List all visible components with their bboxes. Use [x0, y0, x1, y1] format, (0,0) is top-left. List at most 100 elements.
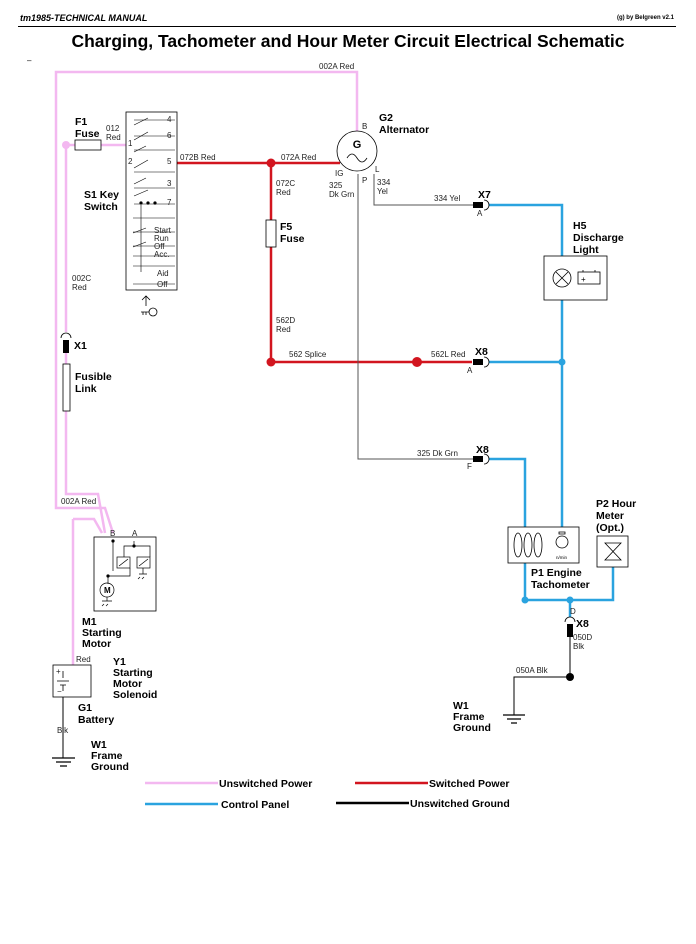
svg-text:Aid: Aid: [157, 269, 169, 278]
svg-text:325: 325: [329, 181, 343, 190]
svg-text:Off: Off: [154, 242, 165, 251]
svg-text:G: G: [353, 139, 362, 151]
svg-text:W1: W1: [91, 739, 107, 751]
svg-text:Meter: Meter: [596, 510, 624, 522]
svg-text:334 Yel: 334 Yel: [434, 194, 460, 203]
switched-power-wires: [176, 161, 472, 364]
svg-text:Motor: Motor: [113, 678, 142, 690]
header-rule: [18, 26, 676, 27]
svg-text:F: F: [467, 462, 472, 471]
svg-text:Starting: Starting: [82, 627, 122, 639]
svg-text:072A Red: 072A Red: [281, 153, 316, 162]
svg-text:F5: F5: [280, 221, 292, 233]
svg-text:6: 6: [167, 131, 172, 140]
page-title: Charging, Tachometer and Hour Meter Circ…: [71, 31, 625, 51]
svg-text:Switched Power: Switched Power: [429, 778, 510, 790]
svg-text:P: P: [362, 176, 367, 185]
svg-text:A: A: [467, 366, 473, 375]
ground-icon-right: [503, 714, 525, 724]
svg-text:G1: G1: [78, 702, 92, 714]
svg-text:Unswitched Ground: Unswitched Ground: [410, 798, 510, 810]
battery-icon: +: [581, 275, 586, 284]
svg-text:X8: X8: [576, 618, 589, 630]
svg-text:H5: H5: [573, 220, 587, 232]
svg-text:Acc.: Acc.: [154, 250, 170, 259]
svg-text:Start: Start: [154, 226, 172, 235]
svg-text:A: A: [477, 209, 483, 218]
svg-text:Red: Red: [106, 133, 121, 142]
svg-text:A: A: [132, 529, 138, 538]
svg-text:P2 Hour: P2 Hour: [596, 498, 636, 510]
svg-text:M1: M1: [82, 616, 97, 628]
svg-text:Motor: Motor: [82, 638, 111, 650]
svg-text:G2: G2: [379, 112, 393, 124]
key-icon: [141, 295, 158, 317]
s1-key-switch[interactable]: 4 6 1 2 5 3 7 Start Run Off Acc. Aid Off…: [84, 111, 178, 317]
svg-text:5: 5: [167, 157, 172, 166]
svg-text:Ground: Ground: [453, 722, 491, 734]
x8-connector-a: X8 A: [467, 346, 490, 375]
g1-battery: + − Red Blk G1 Battery: [52, 655, 114, 735]
svg-text:072B Red: 072B Red: [180, 153, 216, 162]
starting-motor-assembly: M B A M1 Starting Motor Y1 Starting Moto…: [61, 497, 157, 701]
svg-text:Red: Red: [276, 325, 291, 334]
svg-text:n/min: n/min: [556, 555, 568, 560]
svg-text:W1: W1: [453, 700, 469, 712]
svg-text:Blk: Blk: [57, 726, 69, 735]
svg-text:4: 4: [167, 115, 172, 124]
svg-text:X8: X8: [476, 444, 489, 456]
svg-text:−: −: [57, 687, 62, 696]
svg-text:Y1: Y1: [113, 656, 126, 668]
svg-text:D: D: [570, 607, 576, 616]
manual-header: tm1985-TECHNICAL MANUAL: [20, 13, 148, 23]
svg-text:+: +: [56, 667, 61, 676]
svg-text:P1 Engine: P1 Engine: [531, 567, 582, 579]
svg-text:Yel: Yel: [377, 187, 388, 196]
svg-text:Red: Red: [76, 655, 91, 664]
svg-text:L: L: [375, 165, 380, 174]
credit-header: (g) by Belgreen v2.1: [616, 15, 674, 21]
svg-text:X8: X8: [475, 346, 488, 358]
svg-text:2: 2: [128, 157, 133, 166]
x8-connector-d: D X8 050D Blk 050A Blk: [516, 607, 592, 675]
legend: Unswitched Power Switched Power Control …: [145, 778, 510, 811]
svg-text:Off: Off: [157, 280, 168, 289]
svg-text:Tachometer: Tachometer: [531, 579, 590, 591]
ground-icon-left: [52, 757, 75, 767]
svg-text:562 Splice: 562 Splice: [289, 350, 327, 359]
svg-text:S1 Key: S1 Key: [84, 189, 119, 201]
svg-text:X7: X7: [478, 189, 491, 201]
svg-text:Alternator: Alternator: [379, 124, 429, 136]
svg-text:012: 012: [106, 124, 120, 133]
svg-text:Fusible: Fusible: [75, 371, 112, 383]
svg-text:Red: Red: [72, 283, 87, 292]
svg-text:M: M: [104, 586, 111, 595]
svg-text:Blk: Blk: [573, 642, 585, 651]
svg-text:072C: 072C: [276, 179, 295, 188]
svg-text:002A Red: 002A Red: [319, 62, 354, 71]
svg-text:1: 1: [128, 139, 133, 148]
svg-text:Fuse: Fuse: [75, 128, 100, 140]
svg-text:050A Blk: 050A Blk: [516, 666, 549, 675]
svg-text:IG: IG: [335, 169, 343, 178]
svg-text:F1: F1: [75, 116, 87, 128]
svg-text:Starting: Starting: [113, 667, 153, 679]
x8-connector-f: X8 F 325 Dk Grn: [417, 444, 490, 471]
signal-wires: [357, 174, 473, 460]
svg-text:Dk Grn: Dk Grn: [329, 190, 354, 199]
svg-text:X1: X1: [74, 340, 87, 352]
svg-text:Frame: Frame: [91, 750, 123, 762]
x1-connector: X1: [60, 332, 87, 353]
svg-text:Solenoid: Solenoid: [113, 689, 157, 701]
svg-text:Control Panel: Control Panel: [221, 799, 289, 811]
svg-text:Red: Red: [276, 188, 291, 197]
x7-connector: X7 A 334 Yel: [434, 189, 491, 218]
svg-text:334: 334: [377, 178, 391, 187]
ground-wires: [62, 637, 571, 758]
svg-text:Unswitched Power: Unswitched Power: [219, 778, 312, 790]
splice-dots: [62, 141, 574, 681]
svg-text:Link: Link: [75, 383, 97, 395]
svg-text:Frame: Frame: [453, 711, 485, 723]
svg-text:B: B: [110, 529, 115, 538]
